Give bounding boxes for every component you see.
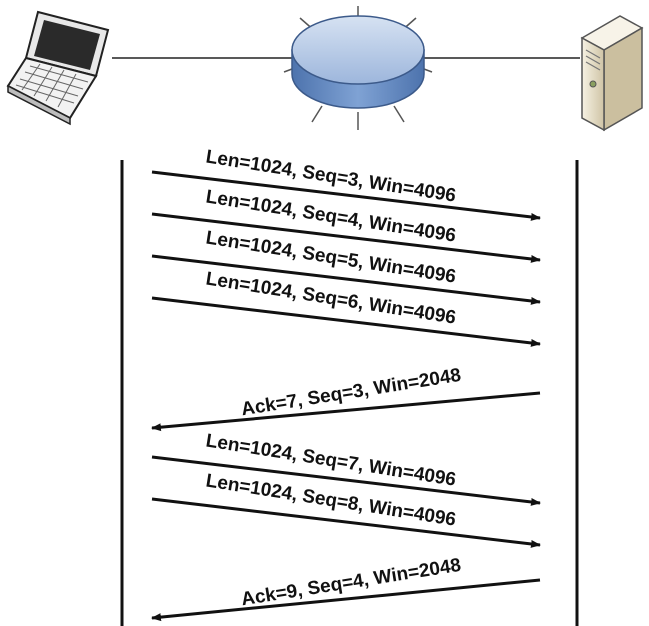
message-label: Ack=9, Seq=4, Win=2048 [240, 555, 463, 610]
router-icon [283, 6, 433, 130]
arrow-right-icon [151, 455, 541, 506]
server-icon [580, 15, 644, 132]
arrow-right-icon [151, 497, 541, 548]
arrow-right-icon [151, 170, 541, 221]
message-label: Ack=7, Seq=3, Win=2048 [240, 365, 463, 420]
arrow-right-icon [151, 254, 541, 305]
arrow-left-icon [151, 578, 541, 622]
message-5: Ack=7, Seq=3, Win=2048 [151, 365, 541, 432]
laptop-icon [6, 10, 110, 126]
arrow-left-icon [151, 391, 541, 432]
arrow-right-icon [151, 212, 541, 263]
message-8: Ack=9, Seq=4, Win=2048 [151, 555, 541, 622]
message-7: Len=1024, Seq=8, Win=4096 [151, 470, 541, 548]
arrow-right-icon [151, 296, 541, 347]
